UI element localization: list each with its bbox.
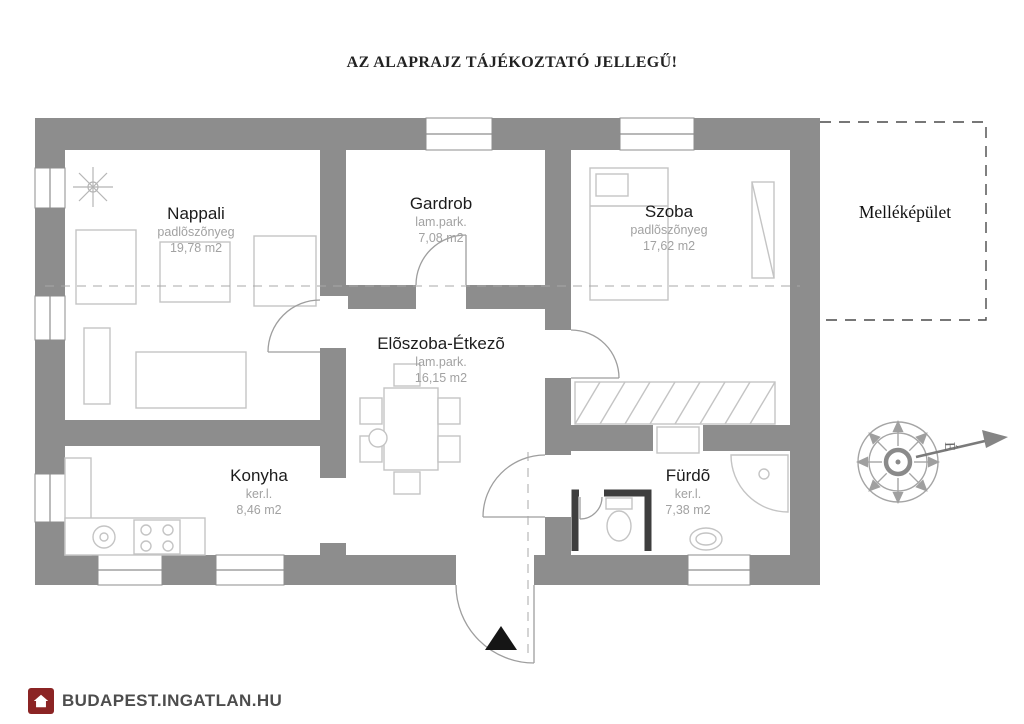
site-logo: BUDAPEST.INGATLAN.HU (28, 688, 282, 714)
logo-house-icon (28, 688, 54, 714)
logo-text: BUDAPEST.INGATLAN.HU (62, 691, 283, 710)
chair (393, 471, 421, 495)
door-arcs-group (267, 234, 620, 664)
room-area: 17,62 m2 (642, 238, 696, 253)
room-floor-type: ker.l. (674, 486, 702, 501)
room-label-eloszoba: Elõszoba-Étkezõ lam.park. 16,15 m2 (377, 334, 505, 386)
furniture-szoba (574, 167, 776, 425)
room-label-nappali: Nappali padlõszõnyeg 19,78 m2 (157, 204, 234, 256)
room-name: Nappali (167, 204, 225, 223)
sofa (135, 351, 247, 409)
coffee-table (159, 241, 231, 303)
furniture-nappali (73, 167, 317, 409)
sink-icon (92, 525, 116, 549)
annex-label: Melléképület (858, 202, 952, 222)
room-area: 8,46 m2 (236, 502, 282, 517)
room-floor-type: ker.l. (245, 486, 273, 501)
room-label-gardrob: Gardrob lam.park. 7,08 m2 (410, 194, 472, 246)
chair (359, 397, 383, 425)
room-floor-type: padlõszõnyeg (630, 222, 708, 237)
shower-icon (730, 454, 789, 513)
reference-lines-group (45, 121, 987, 658)
room-area: 7,08 m2 (418, 230, 464, 245)
compass-north-label: É (941, 442, 958, 452)
room-floor-type: lam.park. (415, 354, 467, 369)
door-arc-nappali (267, 299, 321, 353)
chair (437, 435, 461, 463)
dining-table (383, 387, 439, 471)
chair (437, 397, 461, 425)
door-arc-gardrob (415, 234, 467, 286)
room-area: 19,78 m2 (169, 240, 223, 255)
room-area: 16,15 m2 (414, 370, 468, 385)
pillow (595, 173, 629, 197)
entrance-marker (485, 626, 517, 650)
room-floor-type: lam.park. (415, 214, 467, 229)
toilet-icon (606, 510, 632, 542)
plan-disclaimer-title: AZ ALAPRAJZ TÁJÉKOZTATÓ JELLEGŰ! (346, 54, 678, 71)
plant-icon (73, 167, 113, 207)
tv-cabinet (83, 327, 111, 405)
armchair (253, 235, 317, 307)
room-name: Elõszoba-Étkezõ (377, 334, 505, 353)
north-arrow: É (915, 430, 1008, 459)
chair (393, 363, 421, 387)
lamp-icon (368, 428, 388, 448)
stove-icon (133, 519, 181, 555)
compass-icon: É (855, 419, 1008, 505)
windows-group (34, 117, 751, 586)
toilet-tank (605, 497, 633, 510)
room-name: Konyha (230, 466, 288, 485)
room-label-szoba: Szoba padlõszõnyeg 17,62 m2 (630, 202, 707, 254)
cabinet (656, 426, 700, 454)
room-floor-type: padlõszõnyeg (157, 224, 235, 239)
room-area: 7,38 m2 (665, 502, 711, 517)
room-name: Szoba (644, 202, 694, 221)
furniture-konyha (64, 457, 206, 556)
room-name: Fürdõ (665, 466, 711, 485)
room-label-furdo: Fürdõ ker.l. 7,38 m2 (665, 466, 710, 518)
storage-hatch (574, 381, 776, 425)
door-arc-furdo (482, 454, 546, 518)
room-label-konyha: Konyha ker.l. 8,46 m2 (230, 466, 288, 518)
wc-enclosure (571, 487, 652, 551)
room-name: Gardrob (409, 194, 473, 213)
washbasin-icon (689, 527, 723, 551)
furniture-eloszoba (359, 363, 461, 495)
door-arc-szoba (570, 329, 620, 379)
annex-boundary (820, 121, 987, 321)
door-arc-entrance (455, 584, 535, 664)
furniture-furdo (656, 426, 789, 551)
armchair (75, 229, 137, 305)
